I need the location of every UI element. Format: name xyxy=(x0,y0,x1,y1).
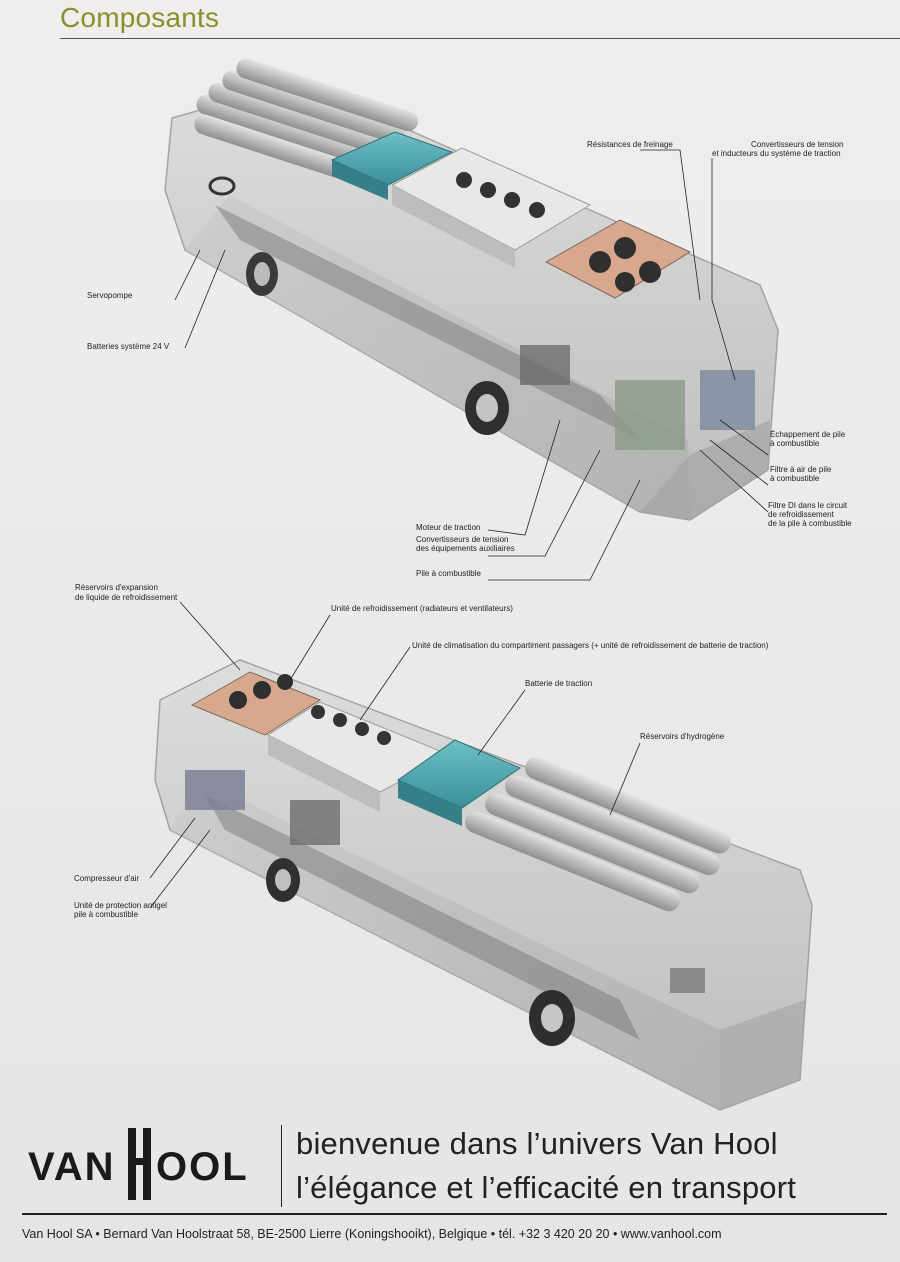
label-filtre-di-3: de la pile à combustible xyxy=(768,519,852,528)
top-leader-lines xyxy=(174,149,769,581)
label-pile: Pile à combustible xyxy=(416,569,481,578)
label-filtre-di-1: Filtre DI dans le circuit xyxy=(768,501,848,510)
label-convertisseurs-aux-2: des équipements auxiliaires xyxy=(416,544,515,553)
label-reservoirs-expansion-1: Réservoirs d'expansion xyxy=(75,583,158,592)
label-filtre-air-2: à combustible xyxy=(770,474,820,483)
tagline-line-2: l’élégance et l’efficacité en transport xyxy=(296,1170,797,1205)
logo-text-right: OOL xyxy=(156,1145,249,1189)
label-unite-refroidissement: Unité de refroidissement (radiateurs et … xyxy=(331,604,513,613)
label-resistances: Résistances de freinage xyxy=(587,140,673,149)
footer-divider xyxy=(281,1125,282,1207)
title-rule xyxy=(60,38,900,39)
footer-address: Van Hool SA • Bernard Van Hoolstraat 58,… xyxy=(22,1227,722,1241)
label-reservoirs-expansion-2: de liquide de refroidissement xyxy=(75,593,178,602)
top-hydrogen-tanks xyxy=(194,58,419,178)
label-protection-1: Unité de protection antigel xyxy=(74,901,167,910)
top-bus-body xyxy=(164,58,779,521)
label-servopompe: Servopompe xyxy=(87,291,133,300)
bottom-hydrogen-tanks xyxy=(465,757,731,912)
label-convertisseurs-traction-1: Convertisseurs de tension xyxy=(751,140,844,149)
bottom-leader-lines xyxy=(149,601,641,909)
label-moteur: Moteur de traction xyxy=(416,523,481,532)
bottom-bus-body xyxy=(154,659,813,1111)
label-protection-2: pile à combustible xyxy=(74,910,139,919)
label-echappement-2: à combustible xyxy=(770,439,820,448)
tagline-line-1: bienvenue dans l’univers Van Hool xyxy=(296,1126,778,1161)
label-compresseur: Compresseur d'air xyxy=(74,874,140,883)
label-reservoirs-hydrogene: Réservoirs d'hydrogène xyxy=(640,732,725,741)
section-title: Composants xyxy=(60,2,220,33)
label-unite-climatisation: Unité de climatisation du compartiment p… xyxy=(412,641,769,650)
label-filtre-di-2: de refroidissement xyxy=(768,510,834,519)
vanhool-logo: VAN OOL xyxy=(28,1128,249,1200)
label-convertisseurs-aux-1: Convertisseurs de tension xyxy=(416,535,509,544)
label-convertisseurs-traction-2: et inducteurs du système de traction xyxy=(712,149,841,158)
logo-text-left: VAN xyxy=(28,1145,115,1189)
footer-rule xyxy=(22,1213,887,1215)
label-batteries: Batteries système 24 V xyxy=(87,342,170,351)
label-filtre-air-1: Filtre à air de pile xyxy=(770,465,832,474)
label-batterie-traction: Batterie de traction xyxy=(525,679,593,688)
label-echappement-1: Échappement de pile xyxy=(770,430,846,439)
